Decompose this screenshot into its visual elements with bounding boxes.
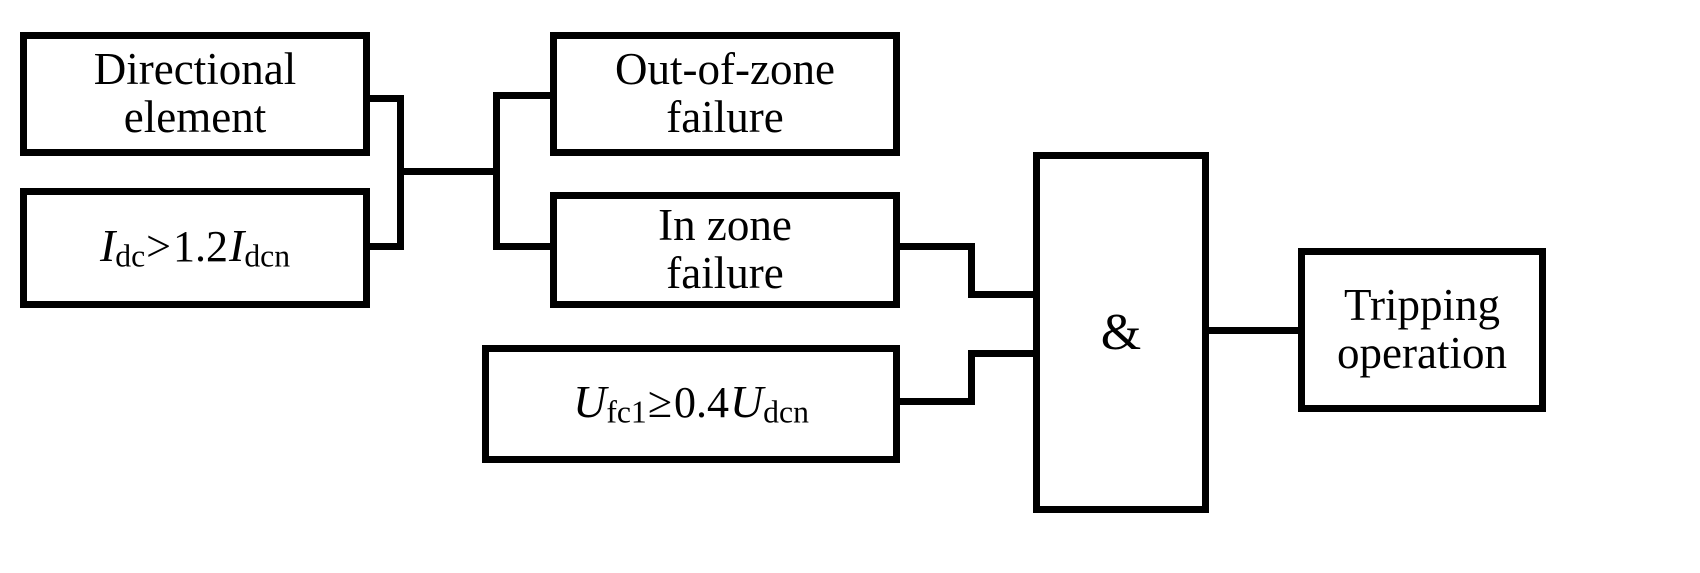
dc-rhs-subscript: dcn: [244, 239, 291, 275]
node-voltage-criterion[interactable]: Ufc1≥0.4Udcn: [482, 345, 900, 463]
dc-current-criterion-expression: Idc>1.2Idcn: [99, 220, 291, 275]
wire-in-zone-to-and-h1: [895, 243, 975, 250]
voltage-coefficient: 0.4: [673, 378, 729, 428]
node-tripping-operation[interactable]: Tripping operation: [1298, 248, 1546, 412]
wire-directional-to-left-bus: [363, 95, 404, 102]
node-directional-element[interactable]: Directional element: [20, 32, 370, 156]
out-of-zone-failure-label: Out-of-zone failure: [615, 44, 835, 142]
voltage-criterion-expression: Ufc1≥0.4Udcn: [573, 376, 809, 431]
in-zone-failure-label: In zone failure: [658, 200, 792, 298]
wire-in-zone-to-and-h2: [968, 291, 1040, 298]
node-dc-current-criterion[interactable]: Idc>1.2Idcn: [20, 188, 370, 308]
wire-voltage-to-and-v: [968, 350, 975, 405]
voltage-lhs-subscript: fc1: [606, 395, 647, 431]
wire-right-bus-to-in-zone: [493, 243, 555, 250]
voltage-operator: ≥: [647, 378, 672, 428]
dc-coefficient: 1.2: [173, 222, 228, 272]
dc-rhs-symbol: I: [229, 220, 245, 272]
node-in-zone-failure[interactable]: In zone failure: [550, 192, 900, 308]
dc-lhs-symbol: I: [99, 220, 116, 272]
and-gate-label: &: [1100, 303, 1142, 361]
wire-left-bus-to-right-bus: [397, 168, 500, 175]
wire-right-bus-to-out-of-zone: [493, 92, 555, 99]
dc-lhs-subscript: dc: [115, 239, 146, 275]
wire-voltage-to-and-h2: [968, 350, 1040, 357]
tripping-operation-label: Tripping operation: [1337, 280, 1507, 378]
directional-element-label: Directional element: [93, 44, 297, 142]
dc-operator: >: [146, 222, 171, 272]
voltage-lhs-symbol: U: [573, 376, 607, 428]
wire-in-zone-to-and-v: [968, 243, 975, 298]
node-out-of-zone-failure[interactable]: Out-of-zone failure: [550, 32, 900, 156]
wire-dc-criterion-to-left-bus: [363, 243, 404, 250]
voltage-rhs-subscript: dcn: [763, 395, 809, 431]
voltage-rhs-symbol: U: [729, 376, 764, 428]
wire-right-vertical-bus: [493, 92, 500, 250]
wire-voltage-to-and-h1: [895, 398, 975, 405]
wire-and-to-tripping: [1202, 327, 1304, 334]
node-and-gate[interactable]: &: [1033, 152, 1209, 513]
